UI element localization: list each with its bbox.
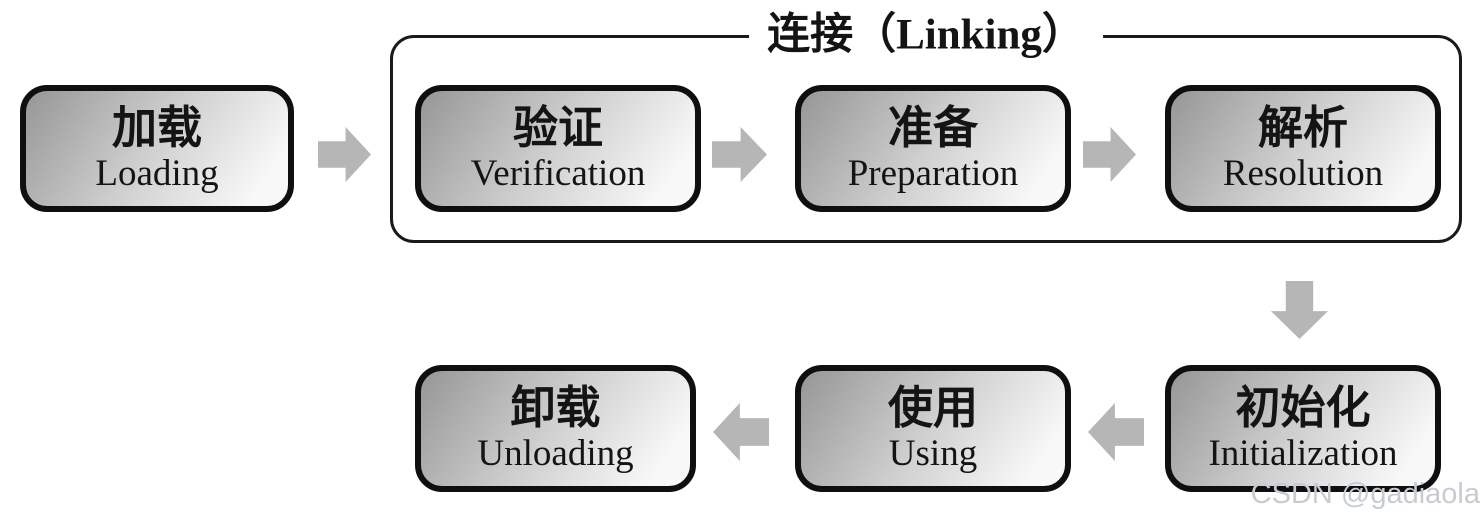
stage-verification-en-label: Verification xyxy=(470,152,646,194)
stage-resolution-zh-label: 解析 xyxy=(1257,103,1348,154)
stage-verification-zh-label: 验证 xyxy=(512,103,603,154)
stage-box-loading: 加载 Loading xyxy=(20,85,294,212)
stage-unloading-zh-label: 卸载 xyxy=(510,383,601,434)
stage-initialization-zh-label: 初始化 xyxy=(1235,383,1371,434)
stage-using-en-label: Using xyxy=(888,432,978,474)
stage-unloading-en-label: Unloading xyxy=(477,432,634,474)
arrow-down-icon xyxy=(1271,281,1328,339)
stage-box-unloading: 卸载 Unloading xyxy=(415,365,696,492)
stage-initialization-en-label: Initialization xyxy=(1208,432,1398,474)
stage-preparation-en-label: Preparation xyxy=(847,152,1019,194)
stage-box-initialization: 初始化 Initialization xyxy=(1165,365,1441,492)
arrow-left-icon xyxy=(1088,403,1144,461)
watermark: CSDN @gadiaola xyxy=(1250,478,1480,510)
arrow-right-icon xyxy=(318,127,371,182)
stage-box-preparation: 准备 Preparation xyxy=(795,85,1071,212)
stage-box-resolution: 解析 Resolution xyxy=(1165,85,1441,212)
stage-using-zh-label: 使用 xyxy=(887,383,978,434)
stage-box-verification: 验证 Verification xyxy=(415,85,701,212)
stage-loading-en-label: Loading xyxy=(95,152,219,194)
linking-group-label: 连接（Linking） xyxy=(749,11,1103,59)
arrow-left-icon xyxy=(713,403,769,461)
stage-preparation-zh-label: 准备 xyxy=(887,103,978,154)
stage-loading-zh-label: 加载 xyxy=(111,103,202,154)
stage-resolution-en-label: Resolution xyxy=(1222,152,1384,194)
stage-box-using: 使用 Using xyxy=(795,365,1071,492)
